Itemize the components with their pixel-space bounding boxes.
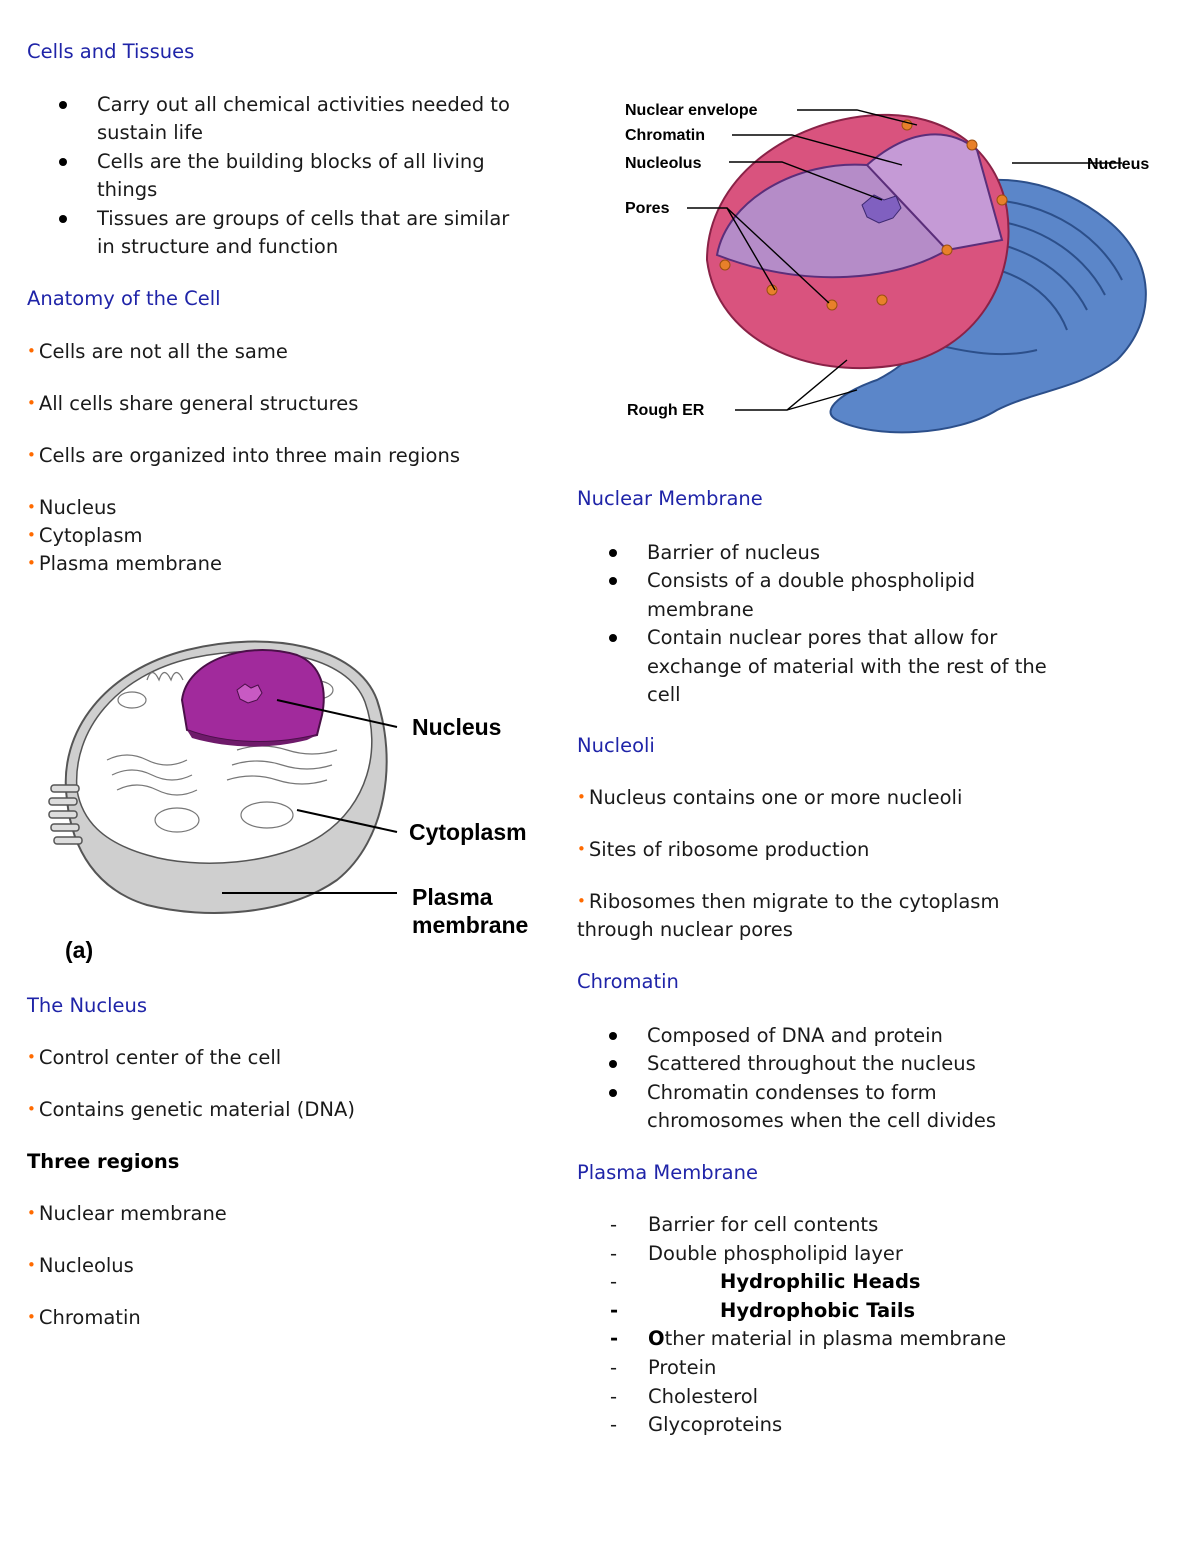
nucleus-interior-back: [865, 133, 1004, 252]
chromatin-list: Composed of DNA and protein Scattered th…: [577, 1022, 1037, 1136]
anatomy-point: •Cells are not all the same: [27, 340, 288, 363]
bullet-icon: •: [577, 840, 586, 858]
list-item: Scattered throughout the nucleus: [577, 1050, 1037, 1078]
heading-chromatin: Chromatin: [577, 970, 679, 993]
bullet-icon: •: [27, 1308, 36, 1326]
list-item: Chromatin condenses to form chromosomes …: [577, 1079, 1037, 1136]
label-pores: Pores: [625, 200, 670, 217]
label-plasma: Plasma: [412, 884, 493, 910]
anatomy-point: •All cells share general structures: [27, 392, 359, 415]
bullet-icon: •: [27, 1256, 36, 1274]
nucleoli-point: •Ribosomes then migrate to the cytoplasm: [577, 890, 1000, 913]
bullet-icon: •: [27, 1048, 36, 1066]
heading-cells-tissues: Cells and Tissues: [27, 40, 195, 63]
nucleolus-shape: [236, 683, 263, 704]
list-item: -Other material in plasma membrane: [610, 1327, 1007, 1350]
list-item: -Barrier for cell contents: [610, 1213, 879, 1236]
list-item: Carry out all chemical activities needed…: [27, 91, 527, 148]
nucleus-region: •Chromatin: [27, 1306, 141, 1329]
region-item: •Plasma membrane: [27, 552, 222, 575]
bullet-icon: •: [27, 446, 36, 464]
list-item: -Double phospholipid layer: [610, 1242, 903, 1265]
label-rough-er: Rough ER: [627, 402, 705, 419]
heading-plasma-membrane: Plasma Membrane: [577, 1161, 758, 1184]
heading-nucleus: The Nucleus: [27, 994, 148, 1017]
nucleus-point: •Contains genetic material (DNA): [27, 1098, 355, 1121]
list-item: -Hydrophilic Heads: [610, 1270, 921, 1293]
label-nucleolus: Nucleolus: [625, 155, 702, 172]
nucleus-diagram: Nuclear envelope Chromatin Nucleolus Por…: [625, 102, 1149, 434]
list-item: Contain nuclear pores that allow for exc…: [577, 624, 1047, 709]
panel-label: (a): [65, 937, 93, 963]
region-item: •Nucleus: [27, 496, 117, 519]
bullet-icon: •: [27, 1204, 36, 1222]
label-nucleus: Nucleus: [412, 714, 501, 740]
nucleoli-point-continued: through nuclear pores: [577, 918, 793, 941]
region-item: •Cytoplasm: [27, 524, 143, 547]
anatomy-point: •Cells are organized into three main reg…: [27, 444, 461, 467]
nucleolus-shape: [861, 194, 902, 224]
label-chromatin: Chromatin: [625, 127, 705, 144]
heading-nucleoli: Nucleoli: [577, 734, 655, 757]
nucleoli-point: •Sites of ribosome production: [577, 838, 870, 861]
list-item: Cells are the building blocks of all liv…: [27, 148, 527, 205]
label-nuclear-envelope: Nuclear envelope: [625, 102, 758, 119]
nucleus-shadow: [187, 730, 317, 747]
nucleus-point: •Control center of the cell: [27, 1046, 282, 1069]
list-item: Tissues are groups of cells that are sim…: [27, 205, 527, 262]
label-membrane: membrane: [412, 912, 528, 938]
nucleus-region: •Nucleolus: [27, 1254, 134, 1277]
list-item: Consists of a double phospholipid membra…: [577, 567, 1047, 624]
heading-anatomy: Anatomy of the Cell: [27, 287, 221, 310]
subheading-three-regions: Three regions: [27, 1150, 180, 1173]
nucleus-region: •Nuclear membrane: [27, 1202, 227, 1225]
bullet-icon: •: [27, 498, 36, 516]
organelles: [106, 671, 338, 833]
bullet-icon: •: [27, 342, 36, 360]
nucleoli-point: •Nucleus contains one or more nucleoli: [577, 786, 963, 809]
list-item: Barrier of nucleus: [577, 539, 1047, 567]
bullet-icon: •: [27, 394, 36, 412]
bullet-icon: •: [27, 526, 36, 544]
bullet-icon: •: [27, 554, 36, 572]
list-item: -Protein: [610, 1356, 717, 1379]
heading-nuclear-membrane: Nuclear Membrane: [577, 487, 763, 510]
bullet-icon: •: [577, 892, 586, 910]
microvilli: [48, 784, 83, 845]
label-nucleus: Nucleus: [1087, 156, 1149, 173]
nuclear-membrane-list: Barrier of nucleus Consists of a double …: [577, 539, 1047, 709]
bullet-icon: •: [27, 1100, 36, 1118]
bullet-icon: •: [577, 788, 586, 806]
cell-diagram: Nucleus Cytoplasm Plasma membrane (a): [48, 640, 528, 963]
list-item: -Hydrophobic Tails: [610, 1299, 916, 1322]
cells-tissues-list: Carry out all chemical activities needed…: [27, 91, 527, 261]
list-item: -Cholesterol: [610, 1385, 759, 1408]
label-cytoplasm: Cytoplasm: [409, 819, 527, 845]
list-item: -Glycoproteins: [610, 1413, 783, 1436]
list-item: Composed of DNA and protein: [577, 1022, 1037, 1050]
